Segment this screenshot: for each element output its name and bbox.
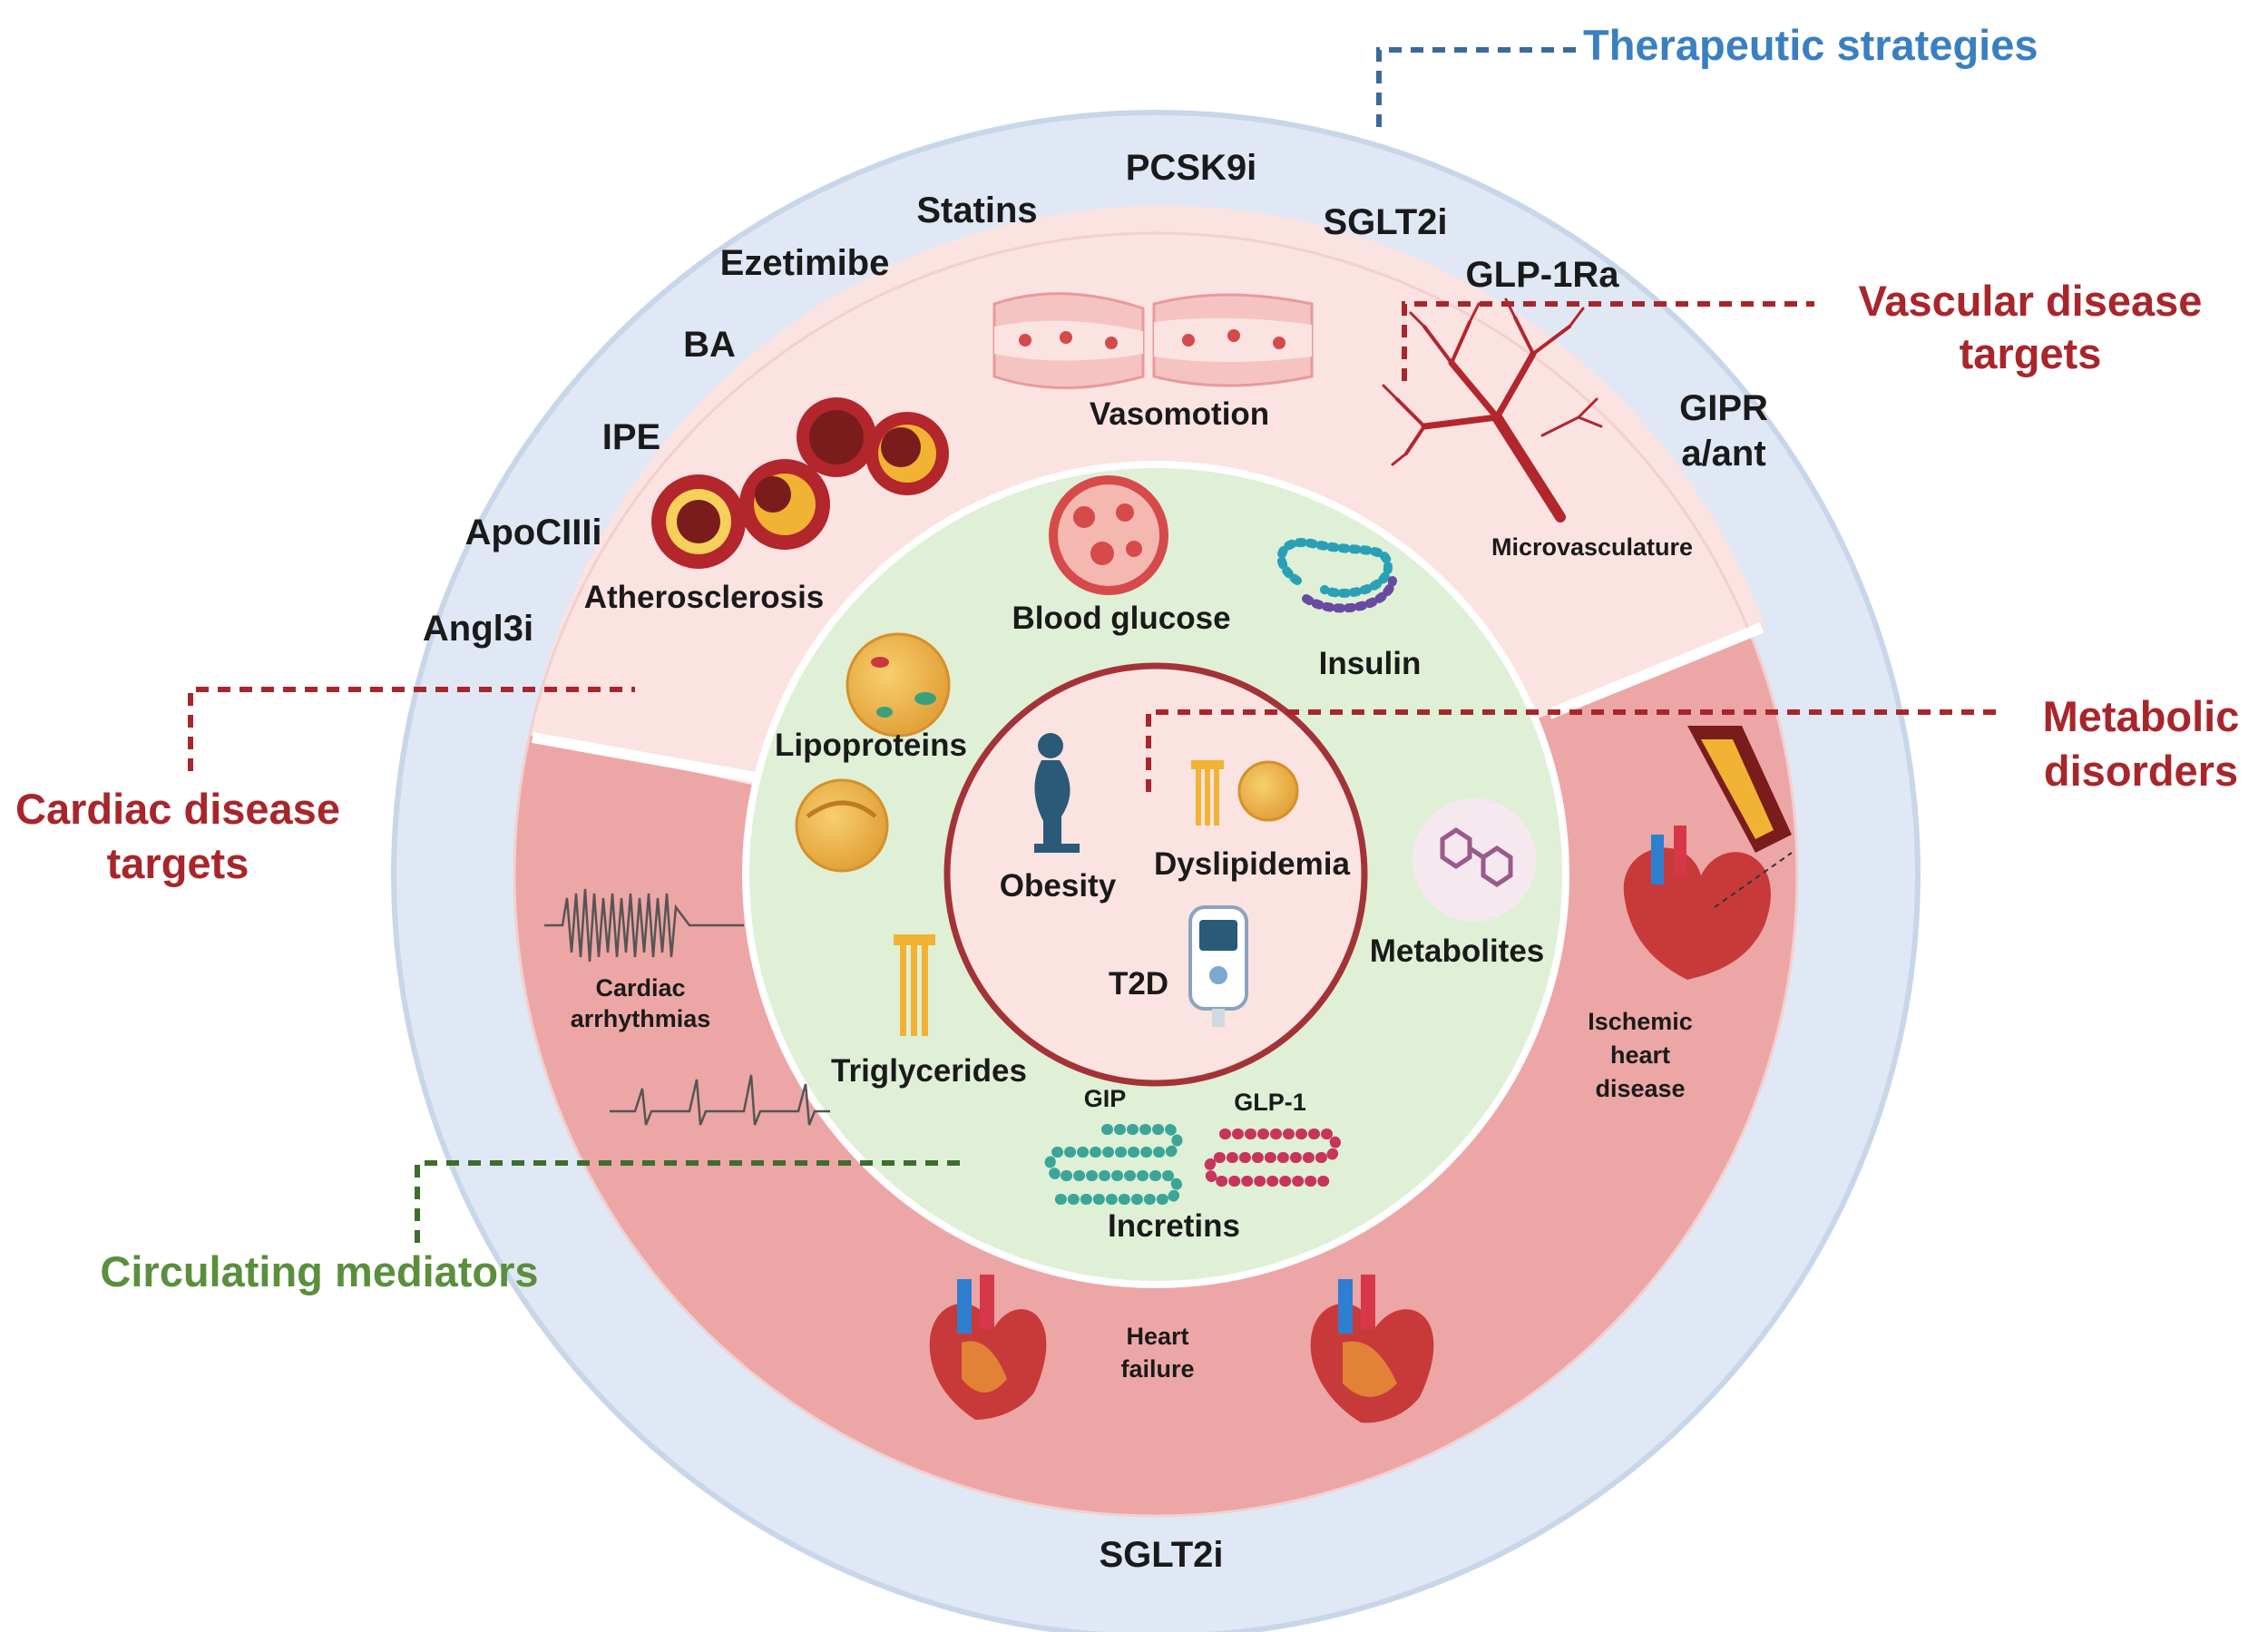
band-divider-right: [1547, 622, 1765, 719]
lipoprotein-icon: [846, 632, 951, 738]
heart-failure-right-icon: [1310, 1275, 1434, 1423]
gip-chain-icon: [1044, 1124, 1183, 1205]
label-arrhythmias-line2: arrhythmias: [571, 1005, 711, 1032]
cardiac-callout-line: [188, 687, 635, 771]
label-insulin: Insulin: [1319, 646, 1422, 681]
cardiac-title-line1: Cardiac disease: [15, 785, 340, 833]
drug-sglt2i-top: SGLT2i: [1323, 202, 1447, 242]
band-divider-left: [531, 732, 762, 784]
drug-ipe: IPE: [602, 417, 660, 457]
drug-apociiii: ApoCIIIi: [464, 513, 601, 552]
label-ischemic-line2: heart: [1610, 1041, 1670, 1069]
glucometer-icon: [1188, 905, 1248, 1027]
circulating-callout-line: [415, 1160, 965, 1243]
obesity-icon: [1034, 733, 1080, 853]
label-blood-glucose: Blood glucose: [1012, 601, 1230, 636]
label-glp1: GLP-1: [1234, 1089, 1306, 1116]
atherosclerosis-icon: [651, 397, 949, 569]
cardiac-title-line2: targets: [107, 839, 249, 887]
drug-angl3i: Angl3i: [423, 609, 533, 649]
label-metabolites: Metabolites: [1370, 933, 1545, 969]
label-t2d: T2D: [1109, 966, 1168, 1002]
label-vasomotion: Vasomotion: [1090, 396, 1269, 432]
label-obesity: Obesity: [1000, 868, 1117, 904]
microvasculature-icon: [1382, 298, 1603, 523]
drug-sglt2i-bottom: SGLT2i: [1099, 1535, 1223, 1575]
dyslipidemia-icon: [1191, 760, 1299, 826]
label-heart-failure-line2: failure: [1120, 1355, 1194, 1383]
vascular-callout-line: [1402, 301, 1814, 381]
label-heart-failure-line1: Heart: [1126, 1323, 1188, 1350]
vascular-title-line2: targets: [1960, 329, 2102, 377]
heart-failure-left-icon: [929, 1275, 1047, 1420]
drug-pcsk9i: PCSK9i: [1126, 148, 1257, 188]
drug-glp1ra: GLP-1Ra: [1466, 255, 1620, 295]
label-dyslipidemia: Dyslipidemia: [1154, 846, 1350, 882]
blood-glucose-icon: [1049, 475, 1168, 595]
therapeutic-callout-line: [1376, 47, 1579, 127]
label-ischemic-line3: disease: [1595, 1075, 1685, 1102]
metabolites-icon: [1413, 798, 1536, 922]
drug-ezetimibe: Ezetimibe: [720, 243, 890, 283]
drug-gipr-line1: GIPR: [1679, 388, 1768, 428]
drug-statins: Statins: [916, 191, 1037, 230]
label-arrhythmias-line1: Cardiac: [595, 974, 685, 1002]
arrhythmia-trace-icon: [544, 888, 830, 1126]
label-atherosclerosis: Atherosclerosis: [584, 580, 825, 615]
label-ischemic-line1: Ischemic: [1588, 1008, 1693, 1035]
glp1-chain-icon: [1203, 1129, 1342, 1187]
therapeutic-strategies-title: Therapeutic strategies: [1583, 21, 2038, 69]
vascular-title-line1: Vascular disease: [1859, 277, 2203, 325]
circulating-mediators-title: Circulating mediators: [100, 1247, 538, 1295]
metabolic-callout-line: [1146, 709, 2005, 792]
label-microvasculature: Microvasculature: [1491, 533, 1693, 561]
drug-ba: BA: [683, 325, 736, 365]
label-gip: GIP: [1084, 1085, 1127, 1112]
label-triglycerides: Triglycerides: [831, 1053, 1027, 1089]
metabolic-title-line2: disorders: [2044, 747, 2238, 795]
drug-gipr-line2: a/ant: [1681, 434, 1765, 474]
triglycerides-icon: [894, 934, 935, 1036]
ischemic-heart-icon: [1623, 726, 1793, 980]
label-incretins: Incretins: [1108, 1208, 1240, 1244]
vasomotion-icon: [992, 292, 1314, 389]
lipoprotein-particle-icon: [795, 778, 889, 873]
metabolic-title-line1: Metabolic: [2043, 692, 2240, 740]
insulin-icon: [1276, 538, 1397, 613]
label-lipoproteins: Lipoproteins: [775, 728, 967, 763]
